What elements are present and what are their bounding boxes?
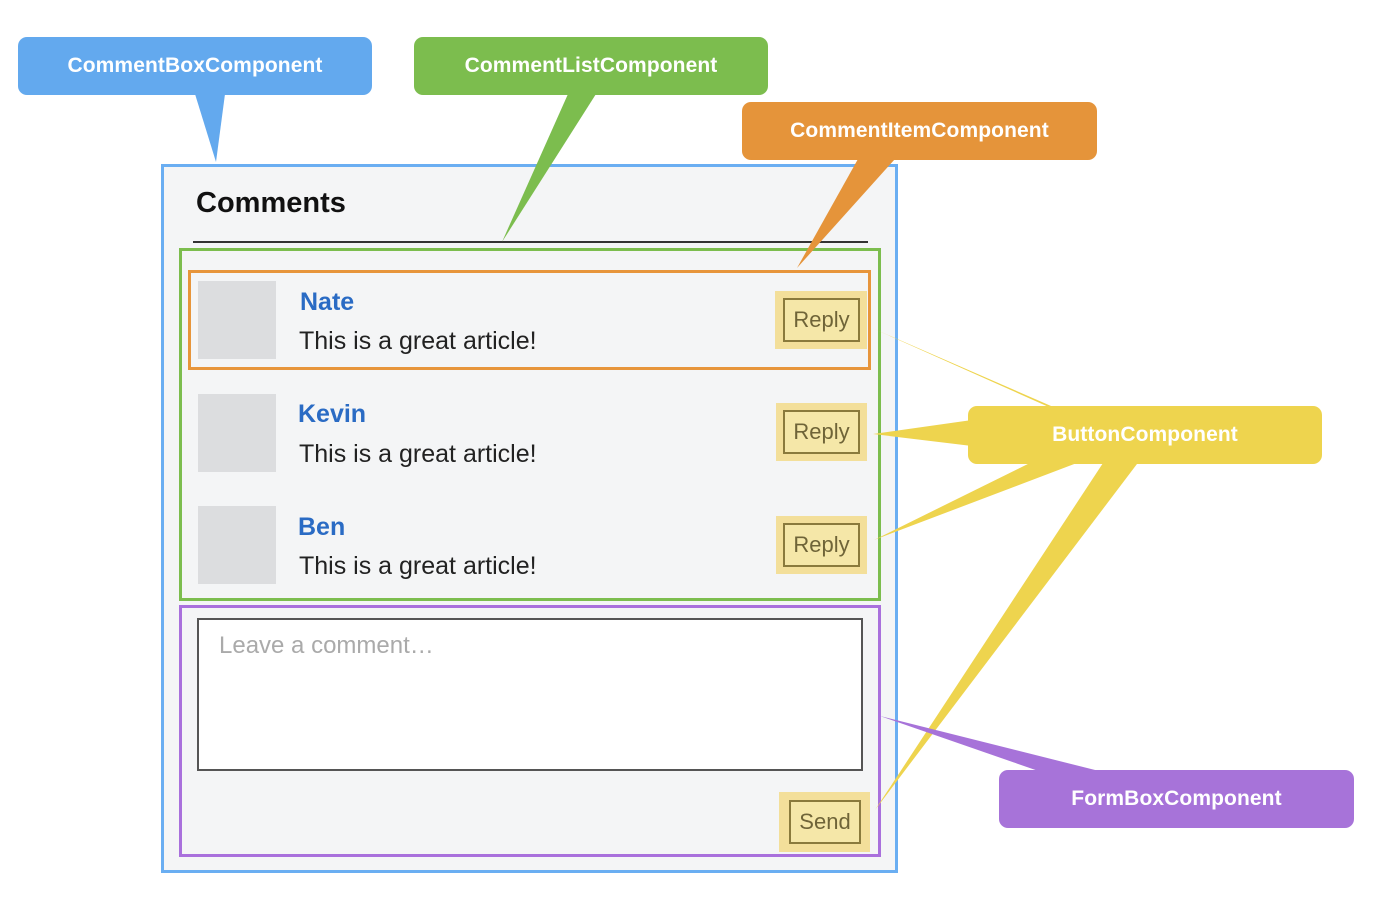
comment-author[interactable]: Kevin (298, 400, 367, 428)
button-callout: ButtonComponent (968, 406, 1322, 464)
comment-box-pointer (195, 94, 225, 162)
comment-item-callout: CommentItemComponent (742, 102, 1097, 160)
send-button[interactable]: Send (789, 800, 861, 844)
reply-button[interactable]: Reply (783, 298, 860, 342)
avatar (198, 281, 276, 359)
button-pointer-4 (875, 460, 1140, 810)
button-pointer-3 (874, 458, 1090, 540)
title-divider (193, 241, 868, 243)
comment-list-callout: CommentListComponent (414, 37, 768, 95)
comment-box-callout: CommentBoxComponent (18, 37, 372, 95)
comment-text: This is a great article! (299, 552, 537, 580)
comment-textarea[interactable]: Leave a comment… (197, 618, 863, 771)
reply-button[interactable]: Reply (783, 523, 860, 567)
reply-button[interactable]: Reply (783, 410, 860, 454)
comment-text: This is a great article! (299, 327, 537, 355)
avatar (198, 506, 276, 584)
comment-item-outline (188, 270, 871, 370)
form-box-pointer (880, 716, 1115, 775)
page-title: Comments (196, 187, 346, 219)
comment-text: This is a great article! (299, 440, 537, 468)
avatar (198, 394, 276, 472)
comment-author[interactable]: Ben (298, 513, 346, 541)
comment-author[interactable]: Nate (300, 288, 355, 316)
form-box-callout: FormBoxComponent (999, 770, 1354, 828)
